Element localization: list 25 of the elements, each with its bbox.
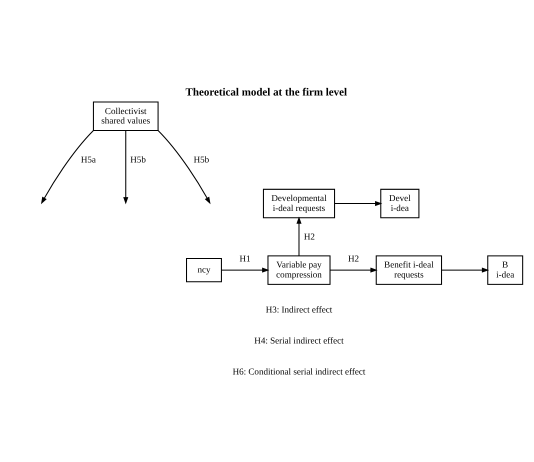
arrow <box>158 130 211 204</box>
arrow <box>334 200 382 206</box>
arrow <box>296 216 302 256</box>
arrow <box>330 268 378 273</box>
node-box: Variable pay compression <box>267 255 331 285</box>
arrow <box>442 268 490 273</box>
arrow <box>123 130 128 204</box>
label: H3: Indirect effect <box>266 304 332 314</box>
node-box: Collectivist shared values <box>92 102 159 131</box>
edge-label: H5b <box>130 154 146 165</box>
node-box: Developmental i-deal requests <box>262 188 336 218</box>
node-box: B i-dea <box>487 255 524 285</box>
arrow <box>40 130 94 204</box>
edge-label: H2 <box>348 254 360 264</box>
edge-label: H2 <box>304 232 315 242</box>
edge-label: H1 <box>240 254 251 264</box>
node-box: ncy <box>186 258 222 282</box>
edge-label: H5a <box>80 154 96 165</box>
node-box: Devel i-dea <box>380 188 420 218</box>
node-box: Benefit i-deal requests <box>376 255 442 285</box>
arrow <box>222 268 270 273</box>
label: H6: Conditional serial indirect effect <box>232 366 366 376</box>
diagram-title: Theoretical model at the firm level <box>186 86 348 98</box>
edge-label: H5b <box>194 154 210 165</box>
label: H4: Serial indirect effect <box>254 335 344 346</box>
